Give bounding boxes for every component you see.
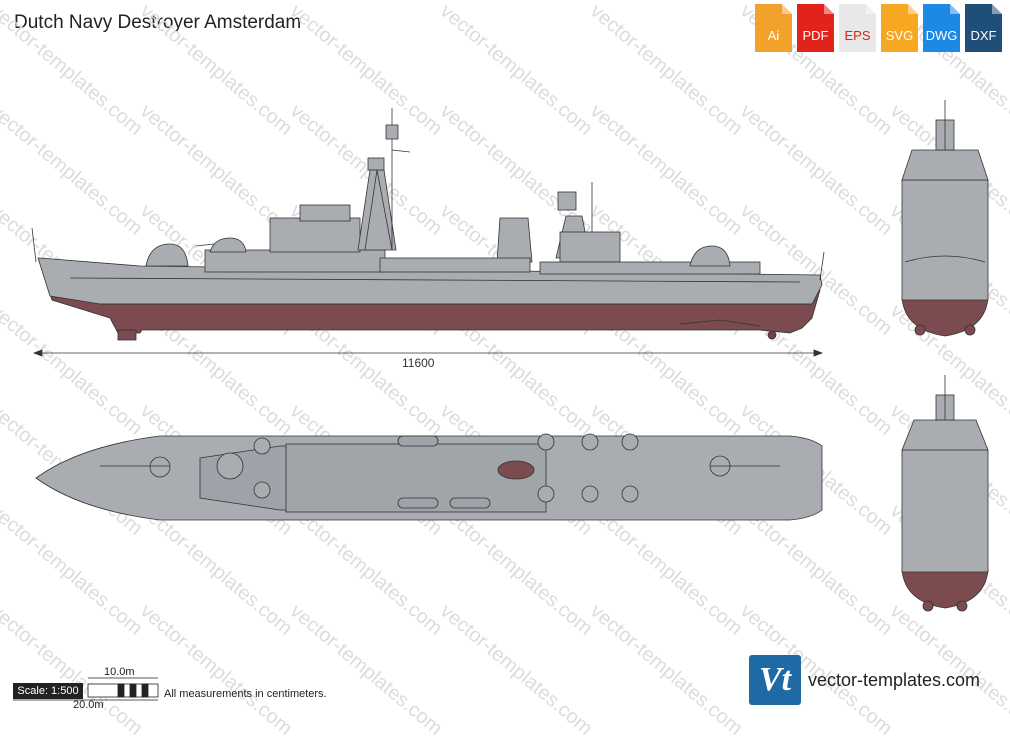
format-button-eps[interactable]: EPS [839, 4, 876, 52]
front-view [901, 100, 989, 337]
format-download-bar: Ai PDF EPS SVG DWG DXF [755, 4, 1002, 52]
format-button-dxf[interactable]: DXF [965, 4, 1002, 52]
brand-site-link[interactable]: vector-templates.com [808, 670, 981, 690]
format-label: DXF [970, 28, 997, 43]
measurement-note: All measurements in centimeters. [164, 688, 327, 700]
file-icon [923, 4, 960, 52]
top-view [35, 433, 823, 521]
format-label: PDF [802, 28, 829, 43]
length-dimension-label: 11600 [402, 356, 435, 370]
file-icon [797, 4, 834, 52]
format-button-ai[interactable]: Ai [755, 4, 792, 52]
format-label: SVG [885, 28, 914, 43]
file-icon [839, 4, 876, 52]
side-view [31, 108, 825, 341]
format-label: Ai [767, 28, 780, 43]
rear-view [901, 375, 989, 612]
scale-bar [13, 677, 159, 701]
format-button-pdf[interactable]: PDF [797, 4, 834, 52]
forward-mast [357, 169, 397, 251]
scale-mark-10: 10.0m [104, 666, 135, 678]
format-label: EPS [844, 28, 871, 43]
file-icon [965, 4, 1002, 52]
forward-superstructure [204, 249, 386, 273]
scale-label: Scale: 1:500 [13, 683, 83, 699]
ship-drawing [13, 100, 989, 701]
file-icon [755, 4, 792, 52]
file-icon [881, 4, 918, 52]
fwd-turret-2 [209, 237, 247, 253]
format-label: DWG [925, 28, 958, 43]
aft-turret [689, 245, 731, 267]
length-dimension [32, 349, 824, 357]
brand-logo[interactable]: Vt [749, 655, 801, 705]
scale-mark-20: 20.0m [73, 699, 104, 711]
format-button-svg[interactable]: SVG [881, 4, 918, 52]
funnel [496, 217, 533, 263]
format-button-dwg[interactable]: DWG [923, 4, 960, 52]
fwd-turret-1 [145, 243, 189, 267]
page-title: Dutch Navy Destroyer Amsterdam [14, 12, 302, 33]
